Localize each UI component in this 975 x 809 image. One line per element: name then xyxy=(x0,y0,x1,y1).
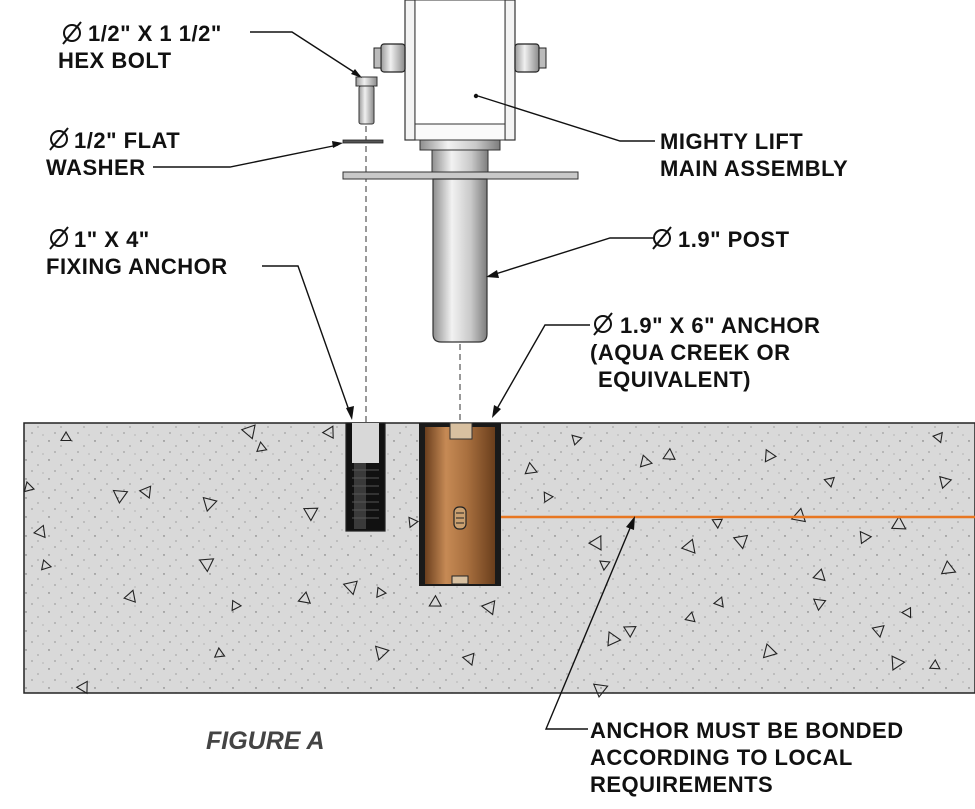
post-label: 1.9" POST xyxy=(678,227,790,252)
aggregate-stone xyxy=(900,606,912,619)
aggregate-stone xyxy=(60,430,72,442)
aggregate-stone xyxy=(684,611,696,623)
aggregate-stone xyxy=(823,476,835,488)
aggregate-stone xyxy=(321,425,334,440)
aggregate-stone xyxy=(40,559,53,571)
aggregate-stone xyxy=(23,480,36,493)
aggregate-stone xyxy=(607,630,622,647)
aggregate-stone xyxy=(639,454,654,468)
aggregate-stone xyxy=(461,652,475,667)
aggregate-stone xyxy=(931,431,943,444)
aggregate-stone xyxy=(480,599,496,616)
aggregate-stone xyxy=(75,680,88,695)
aggregate-stone xyxy=(928,658,941,670)
aggregate-stone xyxy=(940,559,957,575)
aggregate-stone xyxy=(662,447,676,460)
aggregate-stone xyxy=(374,645,390,661)
aggregate-stone xyxy=(587,534,602,551)
aggregate-stone xyxy=(711,518,724,530)
aggregate-stone xyxy=(599,560,611,572)
aggregate-stone xyxy=(712,596,724,608)
anchor-size-label: 1.9" X 6" ANCHOR xyxy=(620,313,820,338)
aggregate-stone xyxy=(240,424,256,440)
aggregate-stone xyxy=(571,434,583,446)
bonding-note-1: ANCHOR MUST BE BONDED xyxy=(590,718,904,743)
aggregate-stone xyxy=(790,507,807,523)
flat-washer-label: WASHER xyxy=(46,155,146,180)
aggregate-stone xyxy=(32,524,46,539)
aggregate-stone xyxy=(408,516,420,529)
bonding-note-2: ACCORDING TO LOCAL xyxy=(590,745,853,770)
diameter-symbol-icon xyxy=(49,21,672,336)
aggregate-stone xyxy=(891,655,906,671)
bonding-note-3: REQUIREMENTS xyxy=(590,772,773,797)
aggregate-stone xyxy=(231,599,243,612)
aggregate-stone xyxy=(543,491,555,504)
aggregate-stone xyxy=(622,626,637,639)
aggregate-stone xyxy=(256,440,268,453)
aggregate-stone xyxy=(428,594,443,607)
aggregate-stone xyxy=(812,568,826,582)
flat-washer-size-label: 1/2" FLAT xyxy=(74,128,180,153)
aggregate-stone xyxy=(812,598,827,612)
leader-lines xyxy=(153,31,655,730)
main-assembly-label-2: MAIN ASSEMBLY xyxy=(660,156,848,181)
aggregate-stone xyxy=(859,530,873,545)
main-assembly-label-1: MIGHTY LIFT xyxy=(660,129,803,154)
aggregate-stone xyxy=(764,448,778,463)
flat-washer xyxy=(342,139,384,144)
aggregate-stone xyxy=(762,642,778,659)
figure-title: FIGURE A xyxy=(206,727,325,755)
aggregate-stone xyxy=(198,558,215,573)
aggregate-stone xyxy=(112,489,129,505)
aggregate-stone xyxy=(138,485,152,499)
hex-bolt xyxy=(355,76,378,125)
fixing-anchor-size-label: 1" X 4" xyxy=(74,227,150,252)
aggregate-stone xyxy=(342,580,358,596)
aggregate-stone xyxy=(732,534,749,550)
fixing-anchor xyxy=(345,422,386,532)
post xyxy=(432,178,488,343)
aggregate-stone xyxy=(202,496,218,513)
aggregate-stone xyxy=(871,624,885,639)
aggregate-stone xyxy=(213,646,226,658)
aggregate-stone xyxy=(524,461,539,475)
bronze-anchor xyxy=(419,422,501,586)
aggregate-stone xyxy=(939,475,953,490)
aggregate-stone xyxy=(680,538,696,554)
aggregate-stone xyxy=(302,507,319,522)
fixing-anchor-label: FIXING ANCHOR xyxy=(46,254,228,279)
main-assembly xyxy=(342,0,579,180)
hex-bolt-size-label: 1/2" X 1 1/2" xyxy=(88,21,222,46)
anchor-equivalent-label: EQUIVALENT) xyxy=(598,367,751,392)
aggregate-stone xyxy=(297,591,312,604)
aggregate-stone xyxy=(592,683,609,699)
aggregate-stone xyxy=(123,589,136,603)
anchor-brand-label: (AQUA CREEK OR xyxy=(590,340,791,365)
aggregate-stone xyxy=(890,515,907,530)
hex-bolt-label: HEX BOLT xyxy=(58,48,172,73)
aggregate-stone xyxy=(376,586,388,599)
